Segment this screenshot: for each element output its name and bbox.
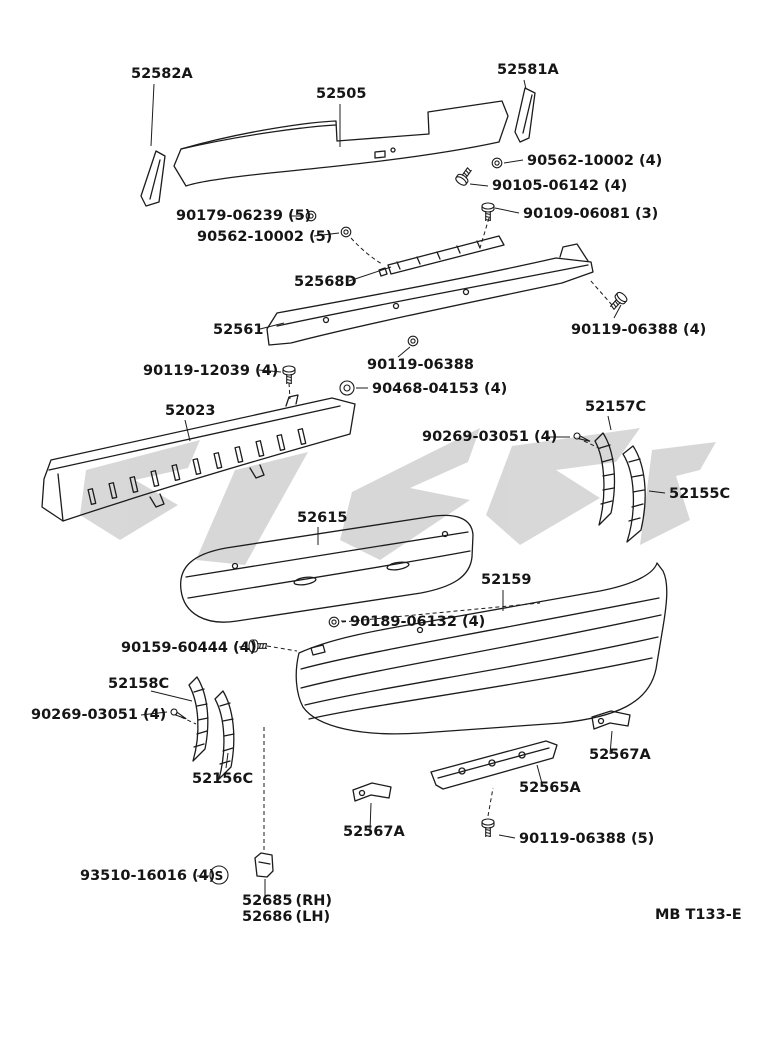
- label-90269-03051-left: 90269-03051 (4): [31, 707, 166, 723]
- label-90179-06239: 90179-06239 (5): [176, 208, 311, 224]
- label-90159-60444: 90159-60444 (4): [121, 640, 256, 656]
- part-side-support-52158C: [188, 676, 209, 762]
- label-90562-10002-5: 90562-10002 (5): [197, 229, 332, 245]
- label-52159: 52159: [481, 572, 531, 588]
- label-52158C: 52158C: [108, 676, 169, 692]
- label-90119-06388-center: 90119-06388: [367, 357, 474, 373]
- label-90119-12039: 90119-12039 (4): [143, 363, 278, 379]
- label-52685: 52685(RH): [242, 893, 332, 909]
- fastener-icons: [169, 157, 630, 885]
- part-upper-pad-52505: [173, 100, 509, 187]
- label-90562-10002-4: 90562-10002 (4): [527, 153, 662, 169]
- label-52582A: 52582A: [131, 66, 193, 82]
- grommet-hole-90468: [343, 384, 351, 392]
- part-reinforcement-52561: [266, 243, 594, 346]
- label-52565A: 52565A: [519, 780, 581, 796]
- label-90468-04153: 90468-04153 (4): [372, 381, 507, 397]
- label-s-symbol: S: [215, 869, 224, 883]
- bolt-icon-90105: [453, 164, 476, 188]
- part-bracket-52567A-left: [352, 782, 392, 802]
- part-side-support-52155C: [622, 445, 646, 543]
- part-side-support-52157C: [594, 432, 616, 526]
- nut-icon-90119-center: [407, 335, 419, 347]
- screw-icon-90562-4: [491, 157, 503, 169]
- part-side-strip-52582A: [140, 150, 166, 207]
- nut-icon-90562-5: [340, 226, 352, 238]
- part-bumper-cover-52159: [295, 562, 668, 735]
- part-side-support-52156C: [214, 690, 235, 780]
- screw-icon-90269-left: [169, 707, 189, 722]
- assembly-dashed-lines: [180, 217, 613, 850]
- part-bumper-reinforcement-52615: [180, 514, 474, 623]
- label-52686: 52686(LH): [242, 909, 330, 925]
- part-clip-52685-52686: [254, 852, 274, 878]
- label-52023: 52023: [165, 403, 215, 419]
- label-52561: 52561: [213, 322, 263, 338]
- part-side-strip-52581A: [514, 87, 536, 143]
- label-52567A-left: 52567A: [343, 824, 405, 840]
- label-52155C: 52155C: [669, 486, 730, 502]
- part-bracket-52567A-right: [591, 710, 631, 730]
- label-93510-16016: 93510-16016 (4): [80, 868, 215, 884]
- label-52615: 52615: [297, 510, 347, 526]
- label-52581A: 52581A: [497, 62, 559, 78]
- part-labels: 52582A 52505 52581A 90562-10002 (4) 9010…: [31, 62, 742, 925]
- label-90105-06142: 90105-06142 (4): [492, 178, 627, 194]
- label-52505: 52505: [316, 86, 366, 102]
- leader-lines: [140, 79, 666, 897]
- diagram-code: MB T133-E: [655, 907, 742, 923]
- label-90269-03051-right: 90269-03051 (4): [422, 429, 557, 445]
- label-52568D: 52568D: [294, 274, 356, 290]
- part-retainer-52568D: [378, 235, 505, 277]
- label-90119-06388-bottom: 90119-06388 (5): [519, 831, 654, 847]
- label-52156C: 52156C: [192, 771, 253, 787]
- watermark-logo: [80, 428, 716, 565]
- label-52567A-right: 52567A: [589, 747, 651, 763]
- part-lower-retainer-52565A: [430, 740, 558, 790]
- bolt-icon-90119-12039: [282, 365, 296, 385]
- label-52157C: 52157C: [585, 399, 646, 415]
- nut-icon-90189: [328, 616, 340, 628]
- bolt-icon-90119-bottom: [481, 818, 495, 838]
- label-90119-06388-right: 90119-06388 (4): [571, 322, 706, 338]
- bolt-icon-90109: [481, 202, 495, 222]
- bolt-icon-90119-right: [606, 290, 630, 313]
- label-90109-06081: 90109-06081 (3): [523, 206, 658, 222]
- circled-s-symbol: [209, 865, 229, 885]
- grommet-icon-90468: [339, 380, 355, 396]
- part-energy-absorber-52023: [41, 394, 356, 522]
- label-90189-06132: 90189-06132 (4): [350, 614, 485, 630]
